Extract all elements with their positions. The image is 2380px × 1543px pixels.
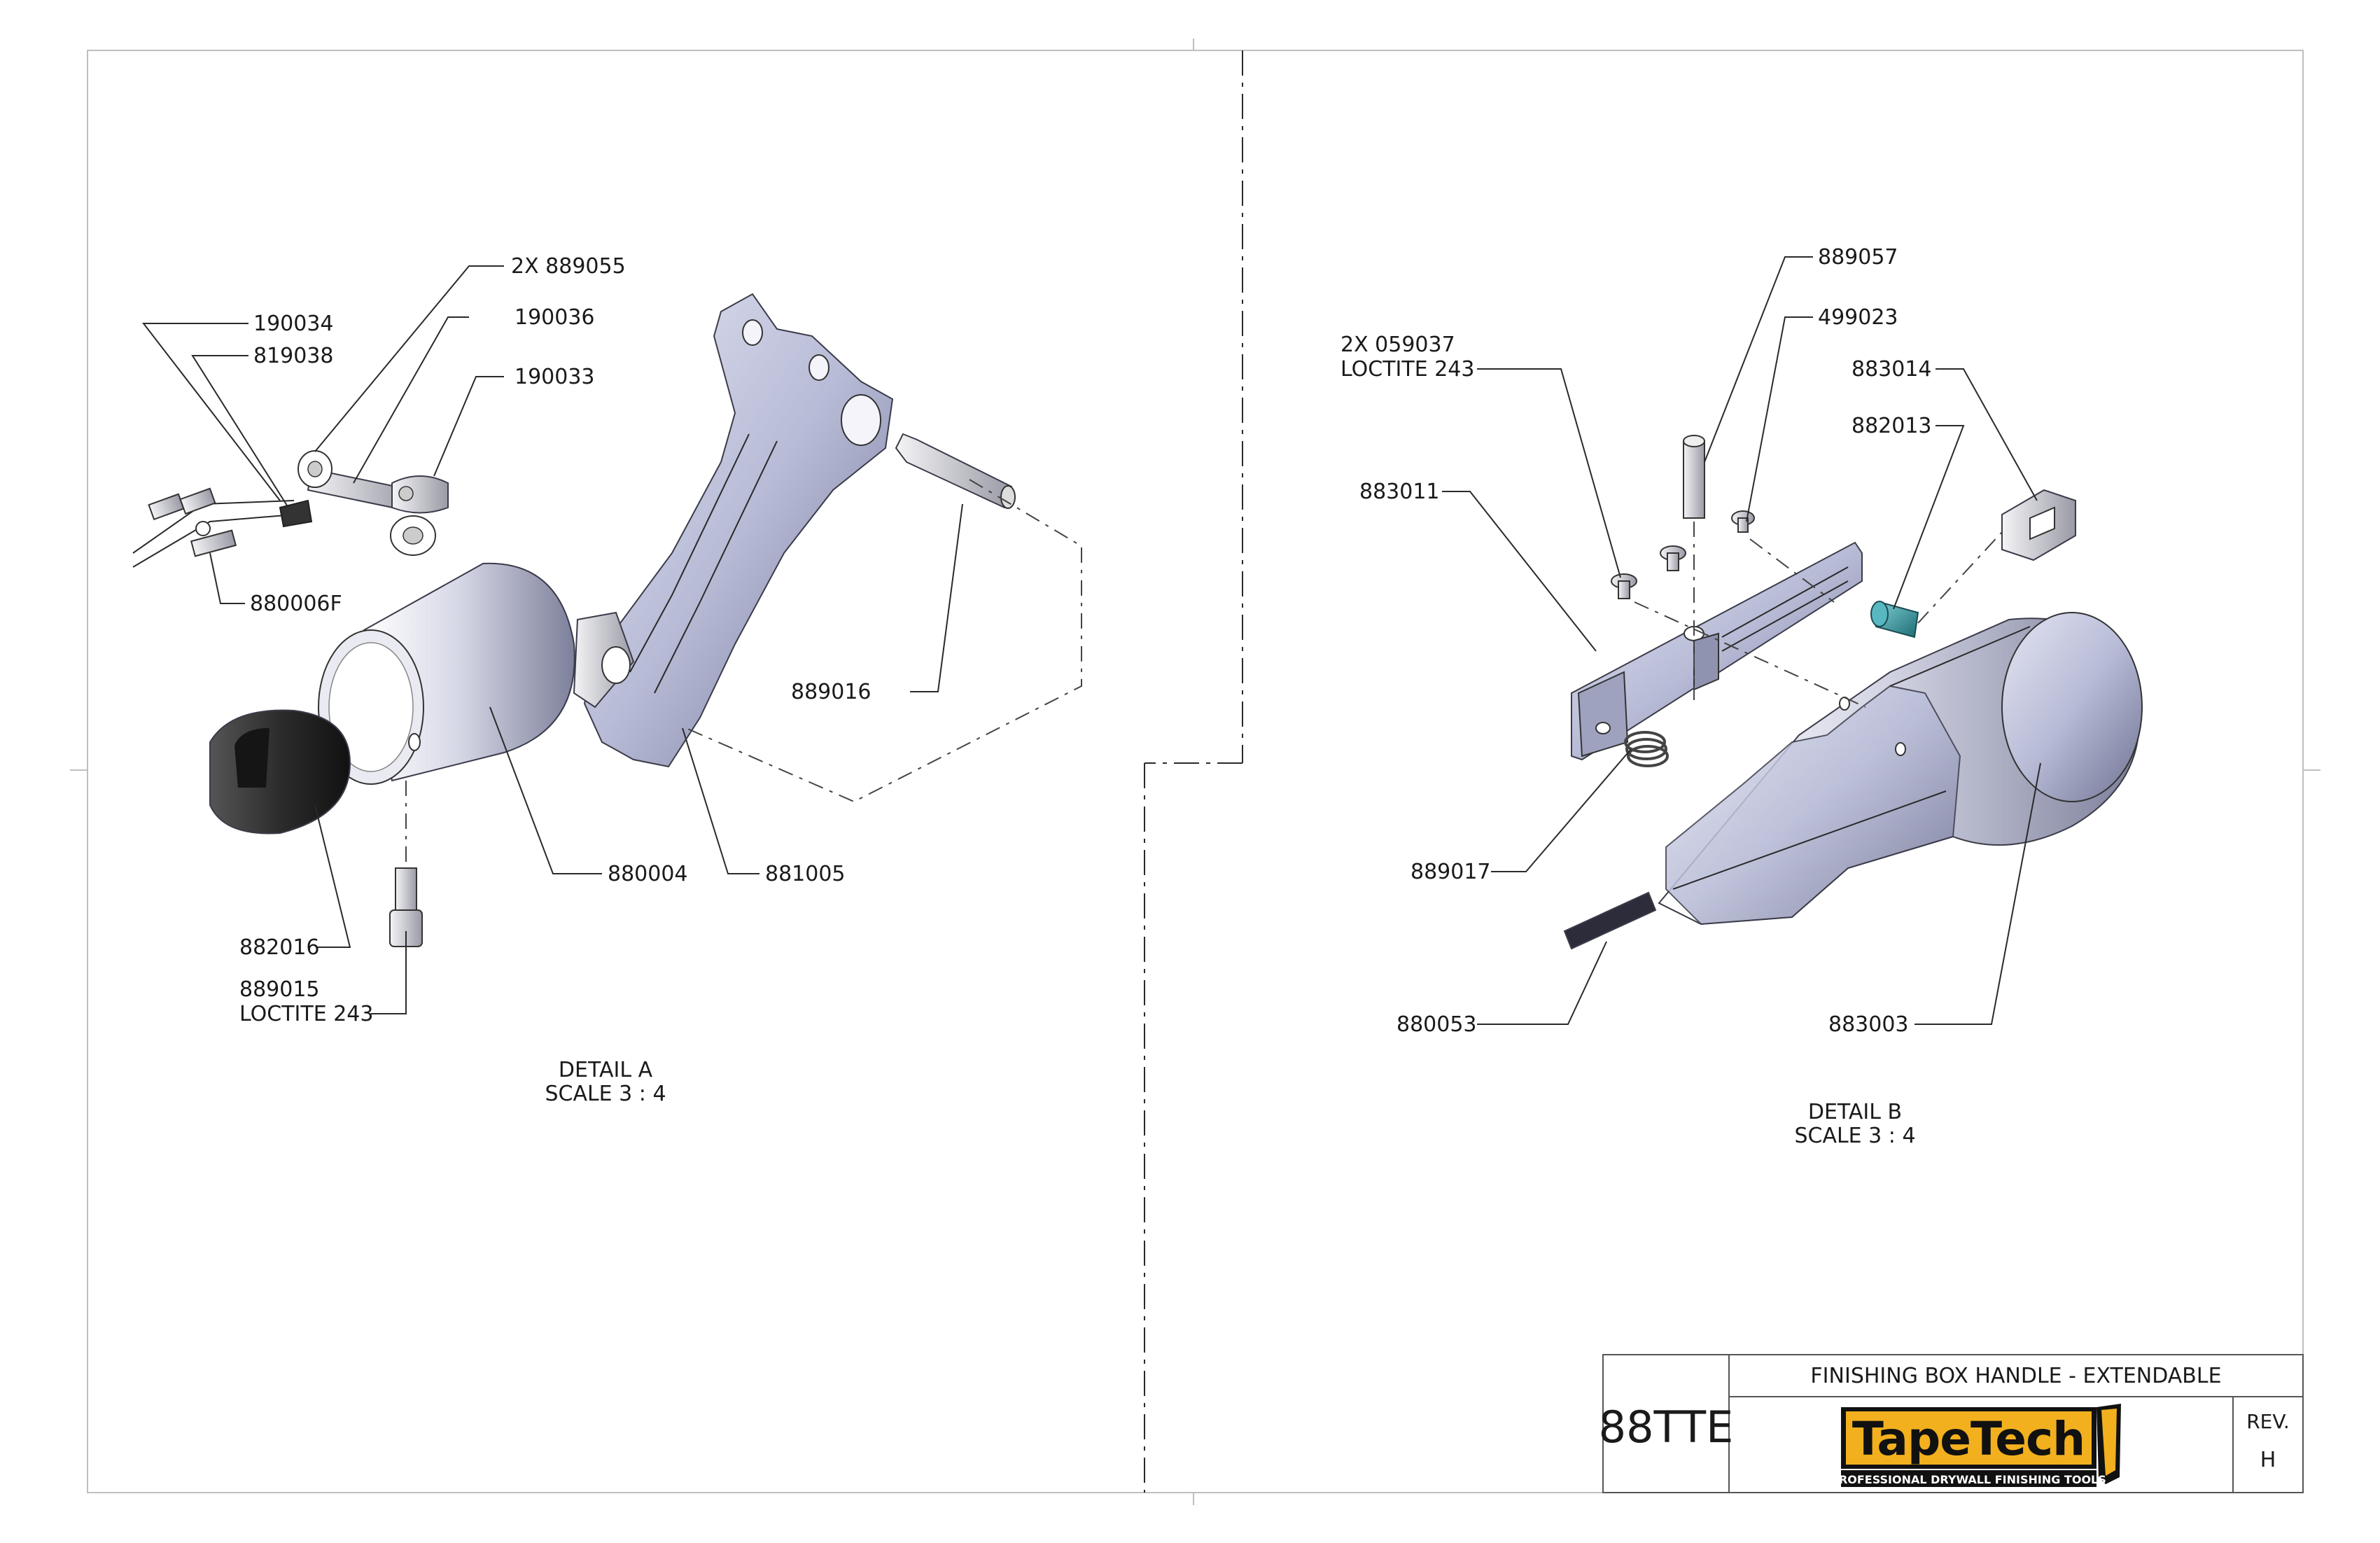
callout-880006f: 880006F [250,592,342,616]
brand-name: TapeTech [1852,1412,2085,1466]
tapetech-logo: TapeTech PROFESSIONAL DRYWALL FINISHING … [1830,1404,2121,1487]
sleeve-880004 [318,562,575,785]
title-block: 88TTE FINISHING BOX HANDLE - EXTENDABLE … [1599,1354,2304,1493]
detail-a-title: DETAIL A [559,1058,653,1082]
sheet-border [70,39,2320,1505]
callout-2x-059037: 2X 059037 [1340,333,1455,357]
callout-889015-note: LOCTITE 243 [239,1002,373,1026]
callout-889015: 889015 [239,977,320,1002]
callout-889057: 889057 [1818,245,1898,270]
body-883003 [1658,612,2143,926]
detail-a-parts [132,293,1016,947]
pin-889016 [895,433,1013,509]
drawing-title: FINISHING BOX HANDLE - EXTENDABLE [1810,1364,2221,1388]
detail-a-callouts: 190034 819038 2X 889055 190036 190033 88… [239,254,872,1106]
callout-190036: 190036 [514,305,595,330]
spring-889017 [1624,731,1669,767]
screws-059037 [1611,510,1755,599]
callout-880004: 880004 [608,862,688,886]
callout-883014: 883014 [1851,357,1932,382]
callout-190034: 190034 [253,312,334,336]
callout-889016: 889016 [791,680,872,704]
pin-889057 [1683,435,1705,519]
rev-value: H [2260,1448,2276,1472]
arm-pivot-hole [841,394,881,446]
detail-b-callouts: 889057 499023 2X 059037 LOCTITE 243 8830… [1340,245,1932,1148]
callout-882016: 882016 [239,935,320,960]
callout-889017: 889017 [1410,860,1491,884]
detail-b-parts [1563,435,2143,950]
callout-190033: 190033 [514,365,595,389]
callout-059037-note: LOCTITE 243 [1340,357,1474,382]
callout-883011: 883011 [1359,480,1440,504]
linkage-assembly [132,450,449,568]
detail-b-scale: SCALE 3 : 4 [1794,1124,1915,1148]
callout-881005: 881005 [765,862,846,886]
callout-882013: 882013 [1851,414,1932,438]
screw-889015 [389,867,423,947]
callout-880053: 880053 [1396,1012,1477,1037]
nut-882013 [1870,601,1919,638]
block-883014 [2001,489,2076,561]
callout-2x-889055: 2X 889055 [511,254,626,279]
callout-883003: 883003 [1828,1012,1909,1037]
grip-882016 [209,709,351,835]
callout-819038: 819038 [253,344,334,368]
detail-a-leaders [141,265,1082,1014]
detail-b-title: DETAIL B [1808,1100,1902,1124]
rev-label: REV. [2246,1410,2290,1433]
handle-arm-881005 [583,293,894,768]
callout-499023: 499023 [1818,305,1898,330]
brand-tagline: PROFESSIONAL DRYWALL FINISHING TOOLS [1830,1473,2106,1486]
bracket-883011 [1571,541,1863,761]
detail-a-scale: SCALE 3 : 4 [545,1082,666,1106]
detail-b-leaders [1442,256,2041,1025]
plate-880053 [1563,891,1657,950]
part-number: 88TTE [1599,1402,1734,1453]
